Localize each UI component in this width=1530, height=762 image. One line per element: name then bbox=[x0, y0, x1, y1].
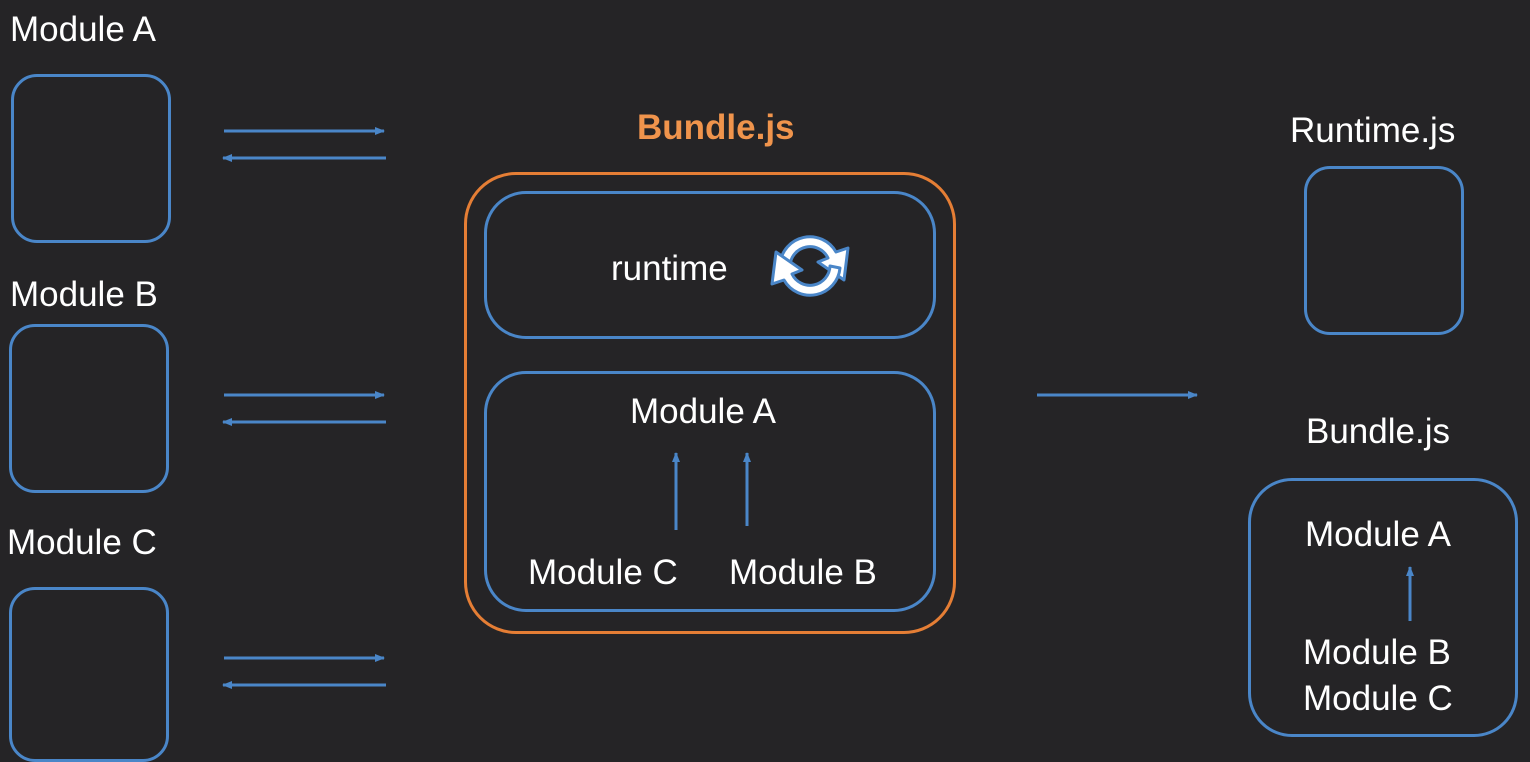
module-b-box bbox=[9, 324, 169, 493]
runtime-js-box bbox=[1304, 166, 1464, 335]
bundle-module-b: Module B bbox=[729, 553, 877, 592]
output-bundle-title: Bundle.js bbox=[1306, 412, 1450, 451]
output-module-c: Module C bbox=[1303, 679, 1453, 718]
bundle-container bbox=[464, 172, 956, 634]
runtime-label: runtime bbox=[611, 249, 728, 288]
module-c-label: Module C bbox=[7, 523, 157, 562]
modules-box bbox=[484, 371, 936, 612]
bundle-title: Bundle.js bbox=[637, 108, 795, 147]
module-b-label: Module B bbox=[10, 275, 158, 314]
refresh-icon bbox=[770, 235, 850, 297]
output-module-a: Module A bbox=[1305, 515, 1451, 554]
runtime-js-title: Runtime.js bbox=[1290, 111, 1456, 150]
module-a-box bbox=[11, 74, 171, 243]
output-bundle-box bbox=[1248, 478, 1518, 737]
module-a-label: Module A bbox=[10, 10, 156, 49]
bundle-module-c: Module C bbox=[528, 553, 678, 592]
bundle-module-a: Module A bbox=[630, 392, 776, 431]
runtime-box bbox=[484, 191, 936, 339]
output-module-b: Module B bbox=[1303, 633, 1451, 672]
